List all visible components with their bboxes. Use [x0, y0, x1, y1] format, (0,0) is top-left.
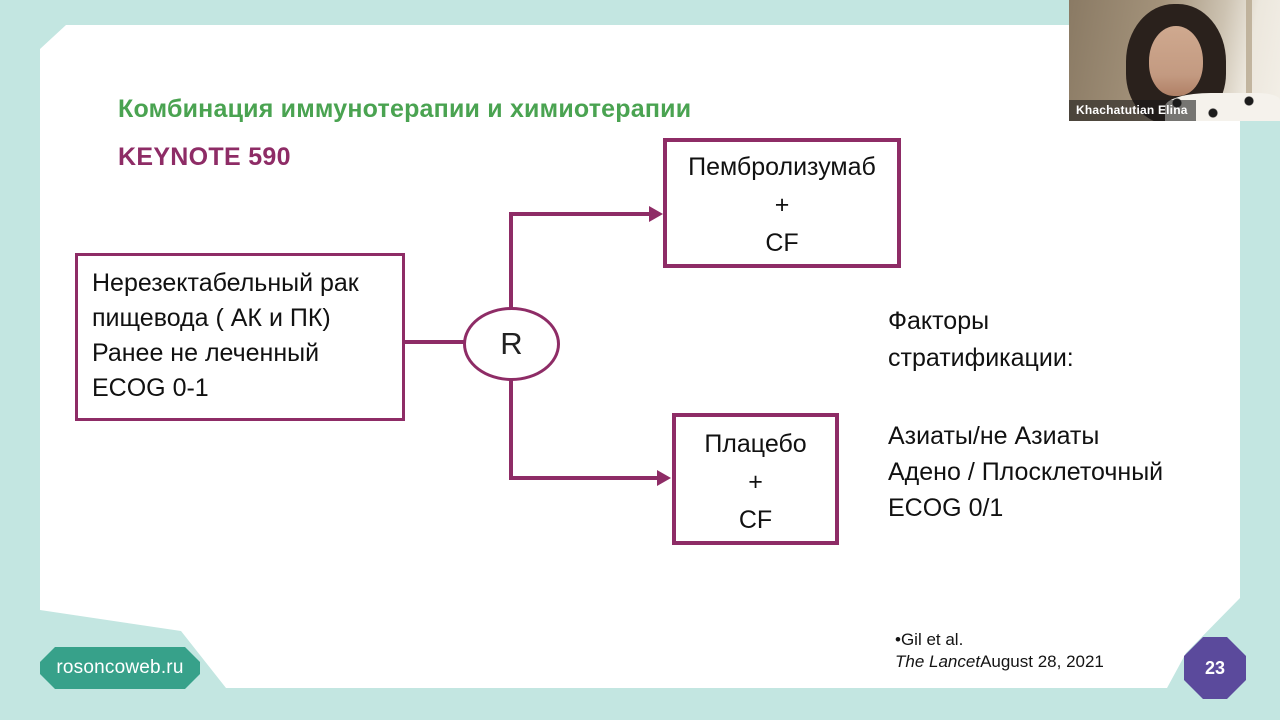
- stratification-heading: Факторы стратификации:: [888, 303, 1074, 377]
- arm-line: Пембролизумаб: [688, 153, 876, 181]
- citation-line2: The LancetAugust 28, 2021: [895, 651, 1104, 673]
- speaker-name-label: Khachatutian Elina: [1069, 100, 1196, 121]
- arm-line: CF: [765, 229, 799, 257]
- connector-r-up: [509, 212, 513, 310]
- arrowhead-bottom-icon: [657, 470, 671, 486]
- stratification-factors: Азиаты/не Азиаты Адено / Плосклеточный E…: [888, 418, 1163, 526]
- window-frame-decor: [1246, 0, 1252, 121]
- connector-to-bottom-arm: [509, 476, 657, 480]
- connector-to-top-arm: [509, 212, 649, 216]
- citation: •Gil et al. The LancetAugust 28, 2021: [895, 629, 1104, 673]
- footer-link-rosoncoweb[interactable]: rosoncoweb.ru: [40, 647, 200, 689]
- citation-line1: •Gil et al.: [895, 630, 964, 649]
- arm-line: +: [748, 468, 763, 496]
- population-box: Нерезектабельный рак пищевода ( АК и ПК)…: [75, 253, 405, 421]
- citation-date: August 28, 2021: [980, 652, 1104, 671]
- population-line: Нерезектабельный рак: [92, 269, 359, 297]
- arm-box-placebo: Плацебо + CF: [672, 413, 839, 545]
- stratification-factor: ECOG 0/1: [888, 494, 1004, 522]
- page-number-badge: 23: [1184, 637, 1246, 699]
- population-line: ECOG 0-1: [92, 374, 209, 402]
- webcam-video-tile: Khachatutian Elina: [1069, 0, 1280, 121]
- arrowhead-top-icon: [649, 206, 663, 222]
- arm-line: Плацебо: [704, 430, 807, 458]
- slide-subtitle: KEYNOTE 590: [118, 143, 291, 171]
- arm-line: CF: [738, 506, 773, 534]
- stratification-heading-line: стратификации:: [888, 344, 1074, 372]
- citation-journal: The Lancet: [895, 652, 981, 671]
- stratification-factor: Адено / Плосклеточный: [888, 458, 1164, 486]
- population-line: пищевода ( АК и ПК): [92, 304, 331, 332]
- population-line: Ранее не леченный: [92, 339, 320, 367]
- connector-population-to-r: [405, 340, 465, 344]
- stratification-factor: Азиаты/не Азиаты: [888, 422, 1100, 450]
- speaker-face: [1149, 26, 1203, 96]
- slide-sheet: Комбинация иммунотерапии и химиотерапии …: [40, 25, 1240, 688]
- connector-r-down: [509, 378, 513, 480]
- arm-line: +: [774, 191, 790, 219]
- randomization-circle: R: [463, 307, 560, 381]
- stratification-heading-line: Факторы: [888, 307, 990, 335]
- arm-box-pembrolizumab: Пембролизумаб + CF: [663, 138, 901, 268]
- slide-title: Комбинация иммунотерапии и химиотерапии: [118, 95, 692, 123]
